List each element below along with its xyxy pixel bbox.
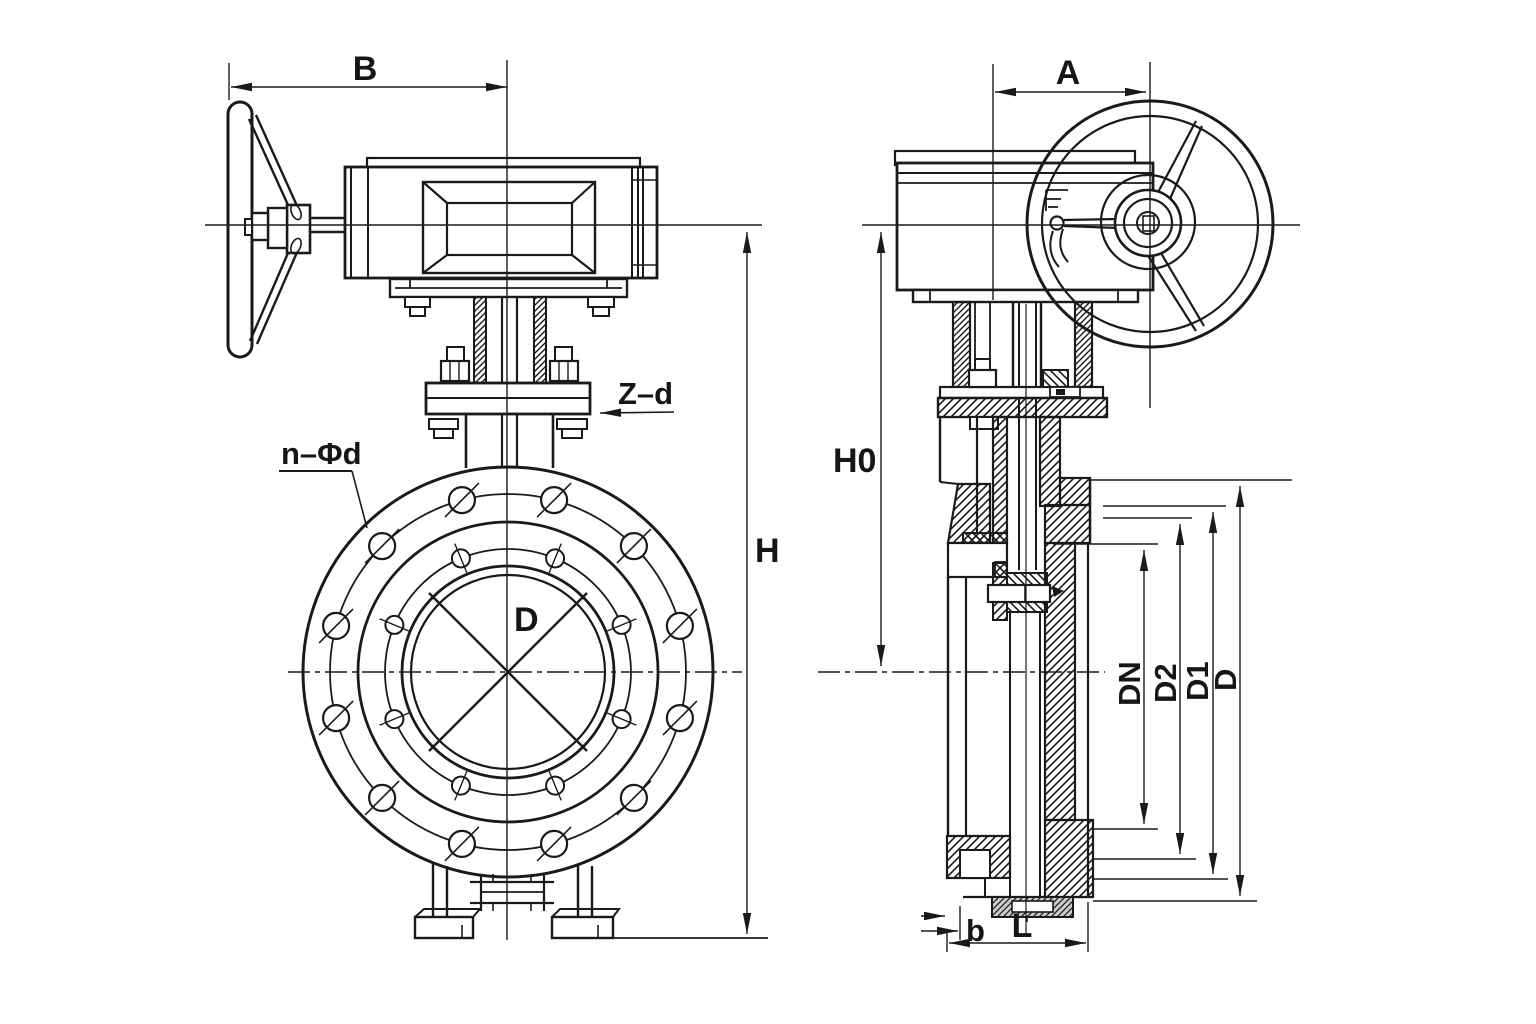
dim-label-D-bore: D xyxy=(514,601,539,639)
bonnet-flange-side xyxy=(936,358,1109,430)
gearbox-side xyxy=(893,149,1155,304)
dim-label-D1: D1 xyxy=(1180,661,1215,701)
dim-label-A: A xyxy=(1056,54,1081,92)
pipe-flange-side xyxy=(1043,476,1092,545)
side-view: A H0 DN D2 D1 D b xyxy=(818,54,1300,952)
outer-bolt-holes xyxy=(318,482,698,862)
dimensions-front: B H Z–d n–Φd D xyxy=(228,50,780,934)
dim-label-L: L xyxy=(1012,907,1033,945)
front-view: B H Z–d n–Φd D xyxy=(205,50,780,940)
dim-label-H: H xyxy=(755,532,780,570)
dim-label-n-phi-d: n–Φd xyxy=(281,436,362,471)
dim-label-DN: DN xyxy=(1112,661,1147,706)
gearbox-bracket-front xyxy=(388,277,629,317)
position-indicator xyxy=(1045,189,1069,268)
handwheel-front xyxy=(226,100,345,359)
stem-and-studs-front xyxy=(439,296,580,384)
dim-label-B: B xyxy=(353,50,378,88)
valve-body-side xyxy=(945,541,1095,922)
bottom-cover-front xyxy=(470,874,554,911)
dimensions-side: A H0 DN D2 D1 D b xyxy=(833,54,1292,952)
centerlines-side xyxy=(818,62,1300,936)
top-flange-front xyxy=(424,381,592,468)
neck-side xyxy=(938,415,1062,579)
flange-disc-front xyxy=(301,465,715,879)
gearbox-front xyxy=(343,156,659,280)
dim-label-D-flange: D xyxy=(1208,669,1243,691)
dim-label-Zd: Z–d xyxy=(618,376,673,411)
dim-label-H0: H0 xyxy=(833,442,876,480)
support-legs-front xyxy=(413,864,621,940)
inner-bolt-holes xyxy=(379,543,637,801)
handwheel-knob xyxy=(1049,215,1065,231)
dim-label-D2: D2 xyxy=(1148,663,1183,703)
centerlines-front xyxy=(205,60,768,940)
yoke-side xyxy=(951,300,1094,570)
